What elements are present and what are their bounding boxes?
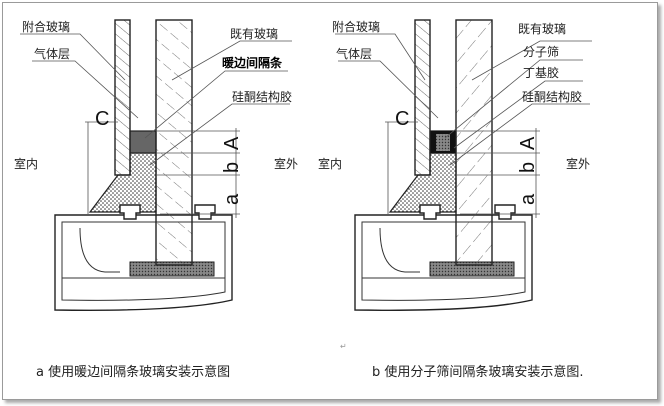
leader-spacer — [144, 70, 288, 139]
label-laminated-glass: 附合玻璃 — [22, 19, 70, 34]
dim-A: A — [517, 136, 539, 150]
leader-laminated-glass — [20, 33, 126, 81]
existing-glass — [155, 19, 193, 266]
leader-silicone — [449, 103, 590, 166]
dim-A: A — [221, 136, 243, 150]
gasket-inner — [119, 204, 141, 220]
label-existing-glass: 既有玻璃 — [230, 27, 278, 41]
label-outdoor: 室外 — [274, 156, 298, 171]
leader-gas-layer — [338, 60, 439, 119]
label-gas-layer: 气体层 — [34, 46, 70, 61]
leader-laminated-glass — [335, 33, 426, 81]
label-gas-layer: 气体层 — [336, 46, 372, 61]
frame-curve — [379, 227, 420, 273]
leader-molecular-sieve — [444, 59, 583, 139]
leader-butyl — [453, 80, 583, 149]
dim-a: a — [221, 193, 243, 205]
frame-inner-wall — [61, 221, 226, 301]
label-outdoor: 室外 — [566, 156, 590, 171]
label-existing-glass: 既有玻璃 — [518, 22, 566, 36]
leader-existing-glass — [171, 40, 292, 81]
dim-c: C — [95, 108, 109, 130]
label-silicone-sealant: 硅酮结构胶 — [522, 89, 582, 104]
warm-edge-spacer — [129, 130, 157, 154]
frame-curve — [79, 227, 120, 273]
frame-inner-wall — [361, 221, 526, 301]
label-warm-edge-spacer: 暖边间隔条 — [222, 55, 283, 70]
dimension-c — [85, 121, 118, 214]
label-butyl-sealant: 丁基胶 — [523, 65, 559, 80]
leader-silicone — [149, 103, 290, 166]
dim-b: b — [221, 162, 243, 173]
paragraph-mark: ↵ — [340, 342, 347, 351]
label-laminated-glass: 附合玻璃 — [332, 19, 380, 34]
molecular-sieve — [436, 134, 450, 151]
gasket-outer — [194, 204, 216, 220]
dim-a: a — [517, 193, 539, 205]
label-indoor: 室内 — [318, 156, 342, 171]
dim-c: C — [395, 108, 409, 130]
label-indoor: 室内 — [14, 156, 38, 171]
caption-b: b 使用分子筛间隔条玻璃安装示意图. — [372, 364, 584, 380]
leader-existing-glass — [471, 40, 592, 81]
label-molecular-sieve: 分子筛 — [523, 44, 559, 59]
leader-gas-layer — [32, 60, 139, 119]
caption-a: a 使用暖边间隔条玻璃安装示意图 — [36, 364, 230, 380]
laminated-glass — [114, 19, 131, 176]
dim-b: b — [517, 162, 539, 173]
laminated-glass — [414, 19, 431, 176]
dimension-lines — [456, 128, 540, 218]
label-silicone-sealant: 硅酮结构胶 — [232, 89, 292, 104]
dimension-lines — [156, 128, 240, 218]
panel-b-molecular-sieve-spacer — [335, 19, 592, 311]
gasket-inner — [419, 204, 441, 220]
dimension-c — [385, 121, 418, 214]
gasket-outer — [494, 204, 516, 220]
panel-a-warm-edge-spacer — [20, 19, 292, 311]
